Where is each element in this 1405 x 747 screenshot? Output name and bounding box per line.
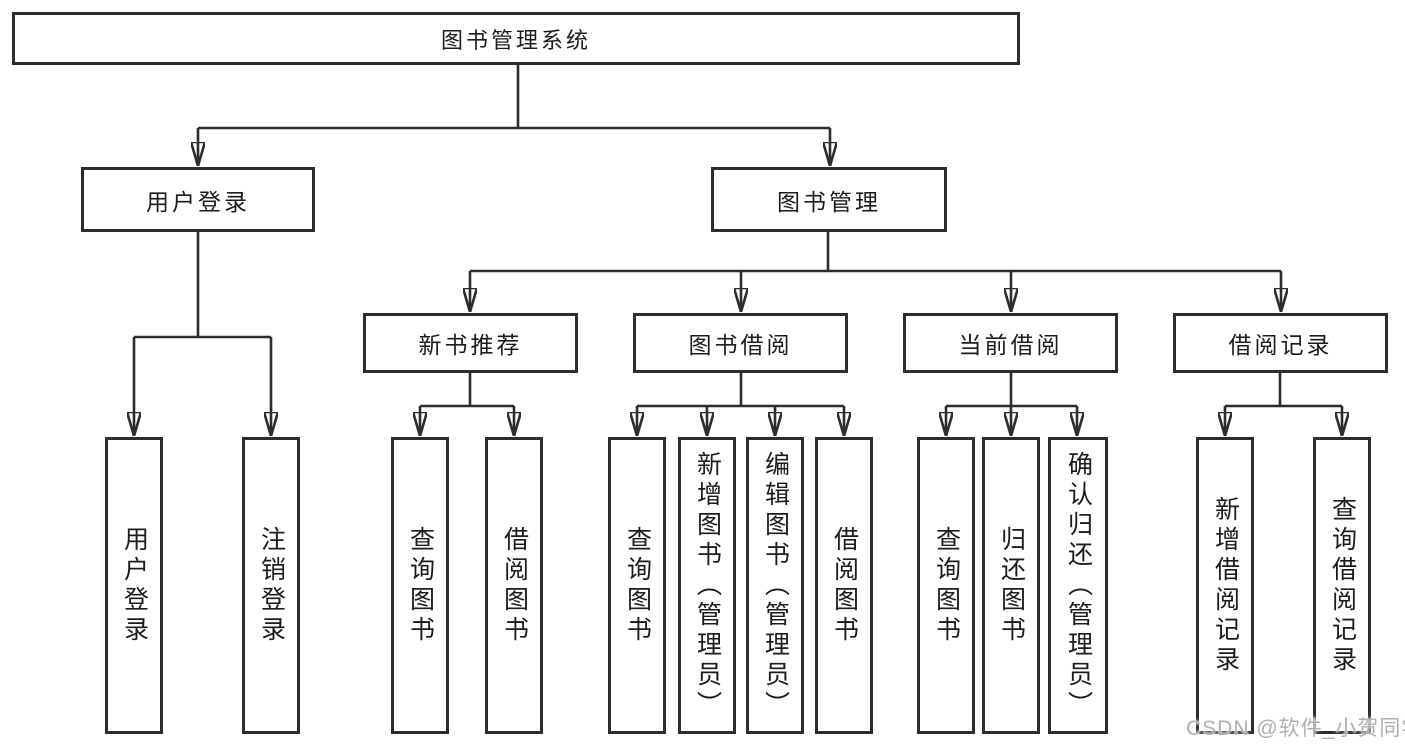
node-user-login: 用户登录 [81, 167, 315, 232]
node-label: 当前借阅 [958, 332, 1063, 358]
trunk-book-borrowing [637, 373, 844, 408]
leaf-label: 新增借阅记录 [1211, 495, 1240, 676]
leaf-current-query-books: 查询图书 [917, 437, 975, 734]
node-label: 图书管理 [777, 188, 881, 215]
leaf-borrowing-borrow-books: 借阅图书 [815, 437, 873, 734]
node-label: 用户登录 [146, 188, 250, 215]
node-library-system: 图书管理系统 [12, 12, 1020, 65]
node-label: 新书推荐 [418, 332, 523, 358]
node-current-borrowing: 当前借阅 [903, 313, 1118, 373]
leaf-label: 编辑图书（管理员） [761, 450, 790, 721]
csdn-watermark: CSDN @软件_小贺同学 [1186, 717, 1405, 740]
leaf-recommend-query-books: 查询图书 [391, 437, 449, 734]
leaf-confirm-return-admin: 确认归还（管理员） [1048, 437, 1108, 734]
node-label: 图书借阅 [688, 332, 793, 358]
leaf-label: 查询图书 [406, 525, 435, 646]
leaf-query-borrow-record: 查询借阅记录 [1313, 437, 1371, 734]
leaf-label: 查询借阅记录 [1328, 495, 1357, 676]
leaf-label: 注销登录 [257, 525, 286, 646]
trunk-current-borrowing [946, 373, 1077, 408]
leaf-return-books: 归还图书 [982, 437, 1040, 734]
leaf-user-login: 用户登录 [105, 437, 163, 734]
leaf-label: 用户登录 [120, 525, 149, 646]
leaf-label: 查询图书 [932, 525, 961, 646]
node-borrowing-records: 借阅记录 [1173, 313, 1388, 373]
trunk-new-book-recommendation [420, 373, 514, 408]
leaf-label: 查询图书 [623, 525, 652, 646]
leaf-label: 归还图书 [997, 525, 1026, 646]
leaf-recommend-borrow-books: 借阅图书 [485, 437, 543, 734]
leaf-label: 借阅图书 [500, 525, 529, 646]
leaf-edit-book-admin: 编辑图书（管理员） [746, 437, 804, 734]
leaf-add-borrow-record: 新增借阅记录 [1196, 437, 1254, 734]
leaf-label: 确认归还（管理员） [1064, 450, 1093, 721]
trunk-borrowing-records [1225, 373, 1342, 408]
node-new-book-recommendation: 新书推荐 [363, 313, 578, 373]
node-book-management: 图书管理 [711, 167, 947, 232]
node-label: 借阅记录 [1228, 332, 1333, 358]
trunk-book-management [470, 232, 1281, 273]
node-book-borrowing: 图书借阅 [633, 313, 848, 373]
leaf-logout: 注销登录 [242, 437, 300, 734]
leaf-label: 借阅图书 [830, 525, 859, 646]
leaf-borrowing-query-books: 查询图书 [608, 437, 666, 734]
node-label: 图书管理系统 [440, 27, 591, 53]
leaf-add-book-admin: 新增图书（管理员） [678, 437, 736, 734]
trunk-user-login [134, 232, 271, 339]
trunk-root [198, 65, 830, 130]
leaf-label: 新增图书（管理员） [693, 450, 722, 721]
